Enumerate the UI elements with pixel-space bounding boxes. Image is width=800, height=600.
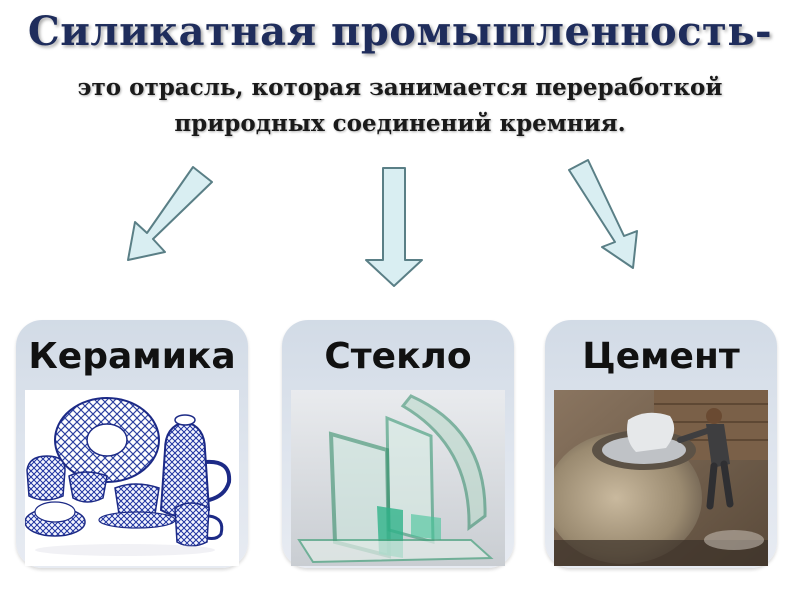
page-subtitle: это отрасль, которая занимается перерабо… — [0, 70, 800, 142]
card-label-cement: Цемент — [582, 336, 740, 377]
card-label-glass: Стекло — [324, 336, 472, 377]
glass-sheets-photo — [291, 390, 505, 566]
arrow-right — [568, 159, 638, 269]
page-title: Силикатная промышленность- — [27, 8, 773, 55]
arrow-center — [365, 167, 423, 287]
arrow-left — [127, 166, 213, 261]
card-cement: Цемент — [545, 320, 777, 568]
card-ceramics: Керамика — [16, 320, 248, 568]
card-label-ceramics: Керамика — [28, 336, 236, 377]
porcelain-tea-set-photo — [25, 390, 239, 566]
cement-mixing-photo — [554, 390, 768, 566]
subtitle-line-1: это отрасль, которая занимается перерабо… — [77, 74, 723, 101]
subtitle-line-2: природных соединений кремния. — [174, 110, 626, 137]
card-glass: Стекло — [282, 320, 514, 568]
